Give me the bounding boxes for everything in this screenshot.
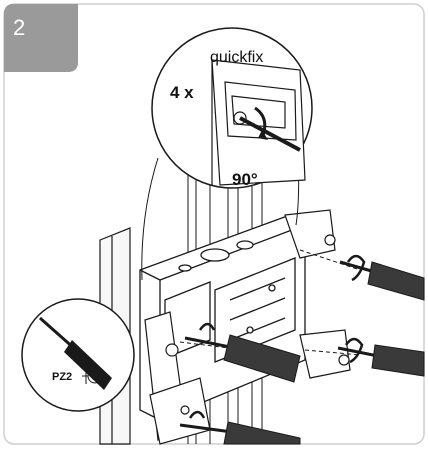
screwdriver-center — [184, 334, 301, 383]
angle-label: 90° — [232, 170, 258, 189]
screwdriver-icon — [64, 340, 112, 390]
step-number: 2 — [13, 15, 25, 40]
rotation-arrows — [188, 254, 366, 419]
quantity-label: 4 x — [170, 83, 194, 102]
tool-callout — [21, 298, 135, 412]
screwdriver-upper — [339, 260, 425, 301]
detail-callout — [151, 27, 313, 189]
step-badge: 2 — [4, 4, 78, 72]
product-label: quickfix — [210, 49, 263, 66]
side-clamps — [284, 209, 351, 379]
screwdriver-bottom — [179, 421, 301, 445]
pozidriv-icon — [82, 368, 103, 384]
guide-lines — [179, 249, 361, 356]
bit-size-label: PZ2 — [52, 371, 72, 383]
